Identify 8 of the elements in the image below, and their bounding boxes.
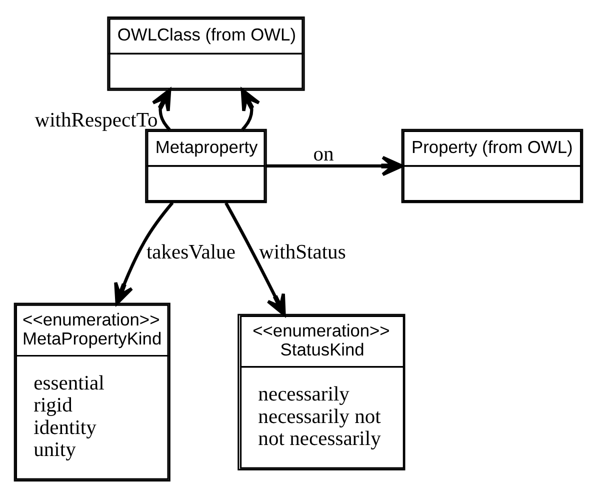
arrow [152,88,172,131]
arrow [266,156,404,176]
edge-label: on [313,143,334,166]
edge-label: takesValue [146,241,236,264]
edge-label: withStatus [259,241,346,264]
arrow [114,202,174,305]
arrow [240,88,260,131]
arrow [224,202,286,316]
